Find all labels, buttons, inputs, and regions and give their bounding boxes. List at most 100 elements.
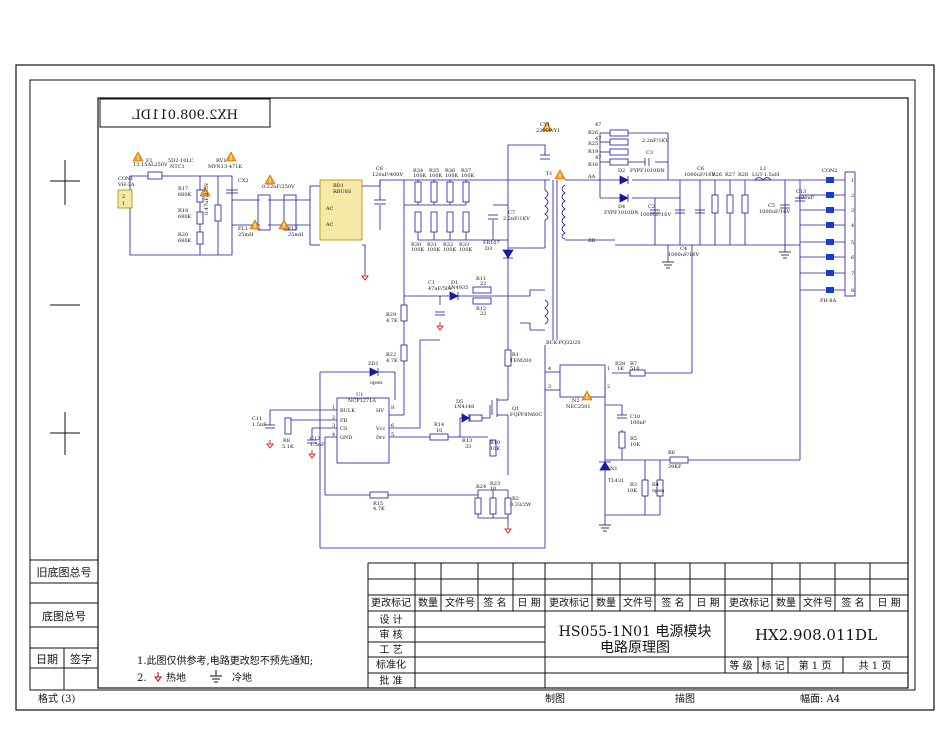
svg-text:NCP1271A: NCP1271A: [348, 398, 376, 404]
svg-text:4: 4: [332, 432, 335, 438]
traced-label: 描图: [675, 692, 695, 705]
svg-text:1.5nF: 1.5nF: [310, 442, 325, 448]
approval-review: 审 核: [379, 628, 402, 641]
svg-text:1000uF/16V: 1000uF/16V: [684, 172, 715, 178]
svg-text:R5: R5: [630, 436, 637, 442]
svg-text:数量: 数量: [596, 596, 616, 609]
svg-text:4.7K: 4.7K: [386, 318, 398, 324]
svg-text:R22: R22: [386, 352, 396, 358]
svg-text:47uF/50V: 47uF/50V: [428, 286, 453, 292]
svg-text:BB: BB: [588, 238, 596, 244]
svg-text:2: 2: [332, 415, 335, 421]
svg-text:PH-8A: PH-8A: [820, 298, 837, 304]
total-pages-label: 共 1 页: [859, 660, 892, 672]
svg-text:R12: R12: [476, 306, 486, 312]
title-block: [367, 562, 908, 688]
base-no-label: 底图总号: [42, 609, 86, 623]
svg-text:1K: 1K: [617, 366, 624, 372]
svg-text:CON2: CON2: [822, 168, 837, 174]
svg-text:C4: C4: [680, 246, 687, 252]
svg-text:C11: C11: [252, 416, 262, 422]
svg-text:C5: C5: [768, 203, 775, 209]
title-line-1: HS055-1N01 电源模块: [559, 624, 712, 640]
side-table: [30, 559, 98, 690]
svg-text:MYN13-471K: MYN13-471K: [208, 164, 242, 170]
u1-pin-numbers: 12 34 86 5 43 12: [332, 366, 610, 438]
svg-text:N1: N1: [610, 466, 618, 472]
svg-text:N2: N2: [572, 398, 580, 404]
svg-text:1.5nF: 1.5nF: [252, 422, 267, 428]
svg-text:L1: L1: [760, 166, 767, 172]
svg-text:FYPF1010DN: FYPF1010DN: [630, 168, 665, 174]
svg-text:RBU8S: RBU8S: [333, 189, 352, 195]
svg-text:25mH: 25mH: [288, 232, 304, 238]
svg-text:4: 4: [548, 366, 551, 372]
svg-text:2.2nF/1KV: 2.2nF/1KV: [642, 138, 669, 144]
svg-text:R3: R3: [630, 482, 637, 488]
svg-text:CON1: CON1: [118, 176, 133, 182]
svg-text:100K: 100K: [461, 173, 475, 179]
svg-text:39KF: 39KF: [668, 464, 682, 470]
transformer: [226, 154, 805, 444]
svg-text:22: 22: [480, 281, 486, 287]
mosfet-q1: [491, 398, 508, 417]
svg-text:VH-3A: VH-3A: [117, 182, 135, 188]
svg-text:100K: 100K: [427, 247, 441, 253]
svg-text:R34: R34: [413, 168, 423, 174]
svg-text:10K: 10K: [630, 442, 640, 448]
approval-design: 设 计: [379, 613, 402, 626]
svg-text:10K: 10K: [627, 488, 637, 494]
svg-text:数量: 数量: [776, 596, 796, 609]
svg-text:2: 2: [607, 384, 610, 390]
svg-text:R15: R15: [373, 501, 383, 507]
con2-pins: [826, 177, 834, 293]
svg-text:C10: C10: [630, 414, 640, 420]
svg-text:AC: AC: [325, 206, 334, 212]
svg-text:47: 47: [595, 155, 601, 161]
svg-text:100uF: 100uF: [798, 195, 815, 201]
svg-text:ZD1: ZD1: [368, 361, 379, 367]
svg-text:5: 5: [391, 432, 394, 438]
svg-text:TL431: TL431: [608, 478, 624, 484]
svg-text:R30: R30: [411, 242, 421, 248]
svg-text:R4: R4: [652, 482, 659, 488]
svg-text:R31: R31: [427, 242, 437, 248]
diodes: [369, 175, 629, 471]
sign-label: 签字: [70, 652, 92, 666]
svg-text:R29: R29: [386, 312, 396, 318]
svg-text:47: 47: [595, 136, 601, 142]
revision-header-1: 更改标记 数量 文件号 签 名 日 期: [371, 596, 541, 609]
page-label: 第 1 页: [799, 659, 832, 672]
svg-text:100K: 100K: [411, 247, 425, 253]
svg-text:0.33/2W: 0.33/2W: [510, 502, 532, 508]
svg-text:D5: D5: [456, 399, 463, 405]
svg-text:FB: FB: [340, 418, 347, 424]
svg-text:数量: 数量: [418, 596, 438, 609]
note-2-prefix: 2.: [137, 673, 147, 684]
mark-label: 标 记: [761, 660, 784, 672]
svg-text:R6: R6: [668, 450, 675, 456]
svg-text:R28: R28: [738, 172, 748, 178]
svg-text:F1: F1: [146, 158, 153, 164]
svg-text:D3: D3: [485, 246, 492, 252]
svg-text:更改标记: 更改标记: [549, 596, 589, 609]
svg-text:FR107: FR107: [483, 240, 500, 246]
drawn-label: 制图: [545, 692, 565, 705]
svg-text:1: 1: [122, 201, 125, 207]
svg-text:R10: R10: [490, 440, 500, 446]
drawing-number: HX2.908.011DL: [755, 626, 877, 644]
format-label: 格式 (3): [38, 692, 75, 705]
svg-text:100K: 100K: [443, 247, 457, 253]
mirrored-drawing-number: HX2.908.011DL: [132, 108, 238, 123]
svg-text:7: 7: [851, 271, 854, 277]
svg-text:HV: HV: [376, 408, 384, 414]
svg-text:CS: CS: [340, 426, 348, 432]
grade-label: 等 级: [729, 659, 752, 672]
svg-text:C13: C13: [796, 189, 806, 195]
hot-ground-label: 热地: [166, 671, 186, 684]
svg-text:R23: R23: [490, 481, 500, 487]
svg-text:R26: R26: [588, 130, 598, 136]
svg-text:Q1: Q1: [512, 406, 519, 412]
svg-text:100K: 100K: [459, 247, 473, 253]
